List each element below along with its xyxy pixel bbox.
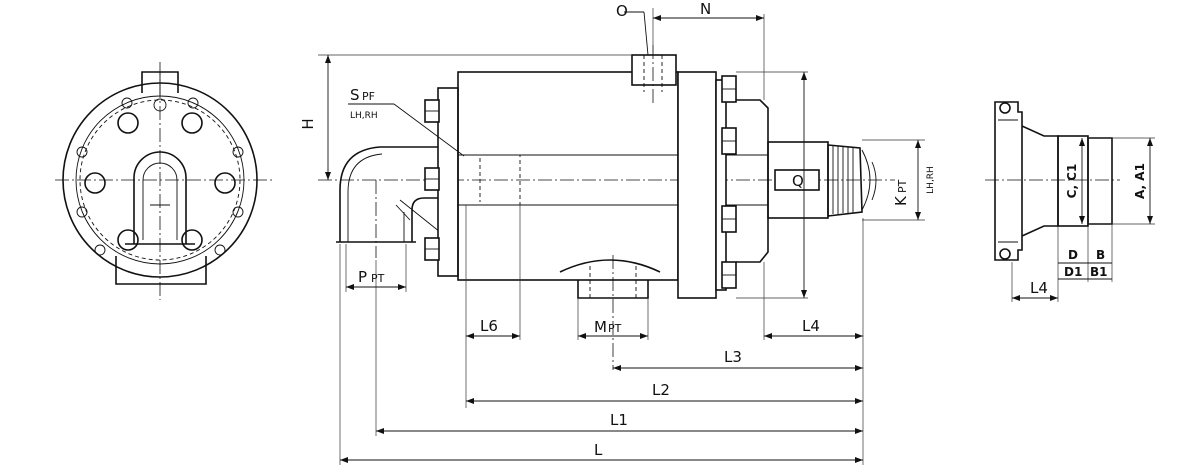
label-L4-side: L4 [1030,279,1048,297]
end-view [55,62,272,300]
label-L2: L2 [652,381,670,399]
label-K-main: K [892,195,910,206]
label-L1: L1 [610,411,628,429]
dimensions [318,8,925,465]
label-Q: Q [792,172,804,190]
label-S-hand: LH,RH [350,111,378,121]
label-D: D [1068,248,1078,262]
label-C-C1: C, C1 [1065,164,1079,199]
side-view [318,45,895,370]
label-B: B [1096,248,1105,262]
label-D1: D1 [1064,265,1082,279]
label-P-main: P [358,268,367,286]
label-P-sub: PT [371,272,385,285]
flange-detail-view [985,101,1155,302]
label-O: O [616,2,628,20]
label-L: L [594,441,603,459]
label-S-sub: PF [362,90,375,103]
label-L3: L3 [724,348,742,366]
label-K-hand: LH,RH [926,166,936,194]
label-B1: B1 [1090,265,1108,279]
label-K-sub: PT [896,179,909,193]
label-L4: L4 [802,317,820,335]
label-S-main: S [350,86,360,104]
label-A-A1: A, A1 [1133,163,1147,199]
label-L6: L6 [480,317,498,335]
dimension-labels: O N H S PF LH,RH P PT M PT Q K PT LH,RH … [299,0,1147,459]
label-N: N [700,0,711,18]
label-M-sub: PT [608,322,622,335]
label-H: H [299,118,317,129]
label-M-main: M [594,318,607,336]
